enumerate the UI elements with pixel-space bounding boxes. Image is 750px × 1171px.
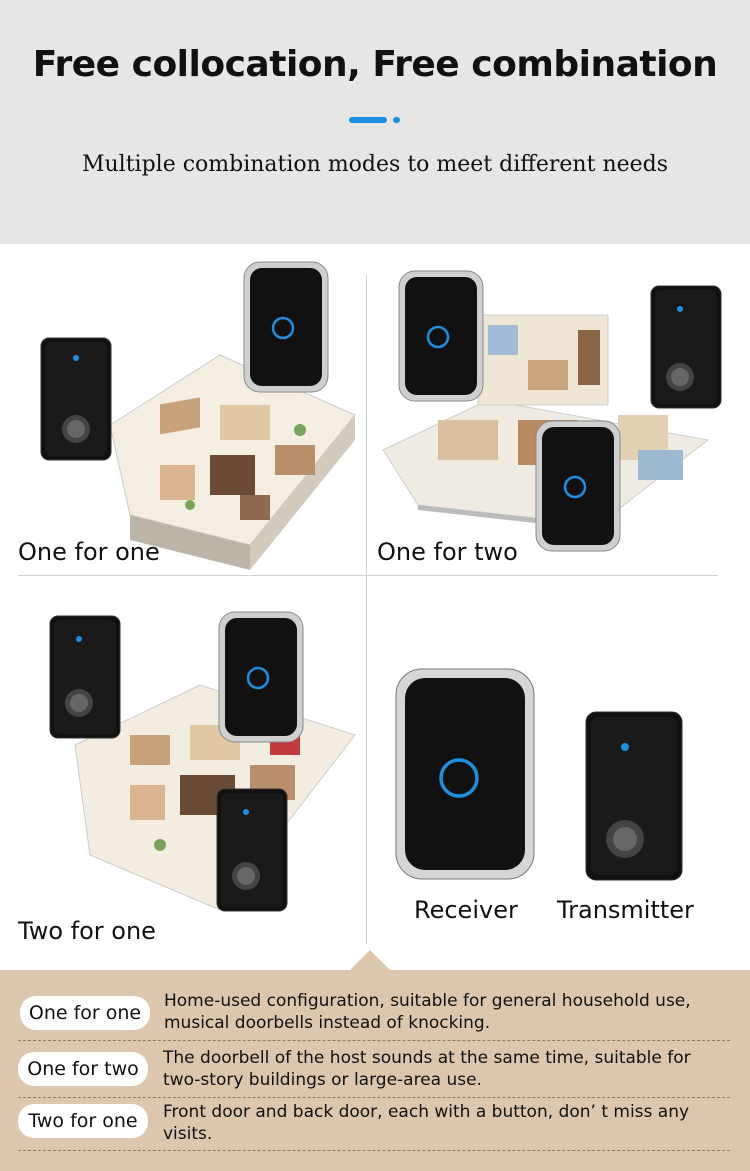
transmitter-device (216, 788, 288, 912)
transmitter-device (650, 285, 722, 409)
transmitter-device-large (585, 711, 683, 881)
page-title: Free collocation, Free combination (32, 44, 718, 85)
label-receiver: Receiver (414, 896, 518, 924)
grid-divider-vertical (366, 274, 367, 944)
label-one-for-two: One for two (377, 538, 518, 566)
mode-desc-line: musical doorbells instead of knocking. (164, 1013, 491, 1033)
label-one-for-one: One for one (18, 538, 160, 566)
transmitter-device (49, 615, 121, 739)
house-floorplan-image (109, 354, 356, 570)
transmitter-device (40, 337, 112, 461)
label-two-for-one: Two for one (18, 917, 156, 945)
row-separator (18, 1150, 730, 1151)
row-separator (18, 1040, 730, 1041)
page-subtitle: Multiple combination modes to meet diffe… (81, 152, 669, 177)
mode-pill-one-for-one: One for one (20, 996, 150, 1030)
receiver-device (243, 261, 329, 393)
mode-pill-one-for-two: One for two (18, 1052, 148, 1086)
receiver-device (398, 270, 484, 402)
row-separator (18, 1097, 730, 1098)
mode-pill-two-for-one: Two for one (18, 1104, 148, 1138)
mode-desc-line: Front door and back door, each with a bu… (163, 1102, 690, 1122)
receiver-device (535, 420, 621, 552)
label-transmitter: Transmitter (557, 896, 694, 924)
mode-desc-line: Home-used configuration, suitable for ge… (164, 991, 691, 1011)
grid-divider-horizontal (18, 575, 718, 576)
accent-dash (349, 117, 387, 123)
accent-dot (393, 117, 400, 123)
mode-desc-line: The doorbell of the host sounds at the s… (163, 1048, 691, 1068)
mode-desc-line: two-story buildings or large-area use. (163, 1070, 482, 1090)
mode-desc-line: visits. (163, 1124, 213, 1144)
receiver-device (218, 611, 304, 743)
panel-notch (348, 950, 392, 972)
receiver-device-large (395, 668, 535, 880)
